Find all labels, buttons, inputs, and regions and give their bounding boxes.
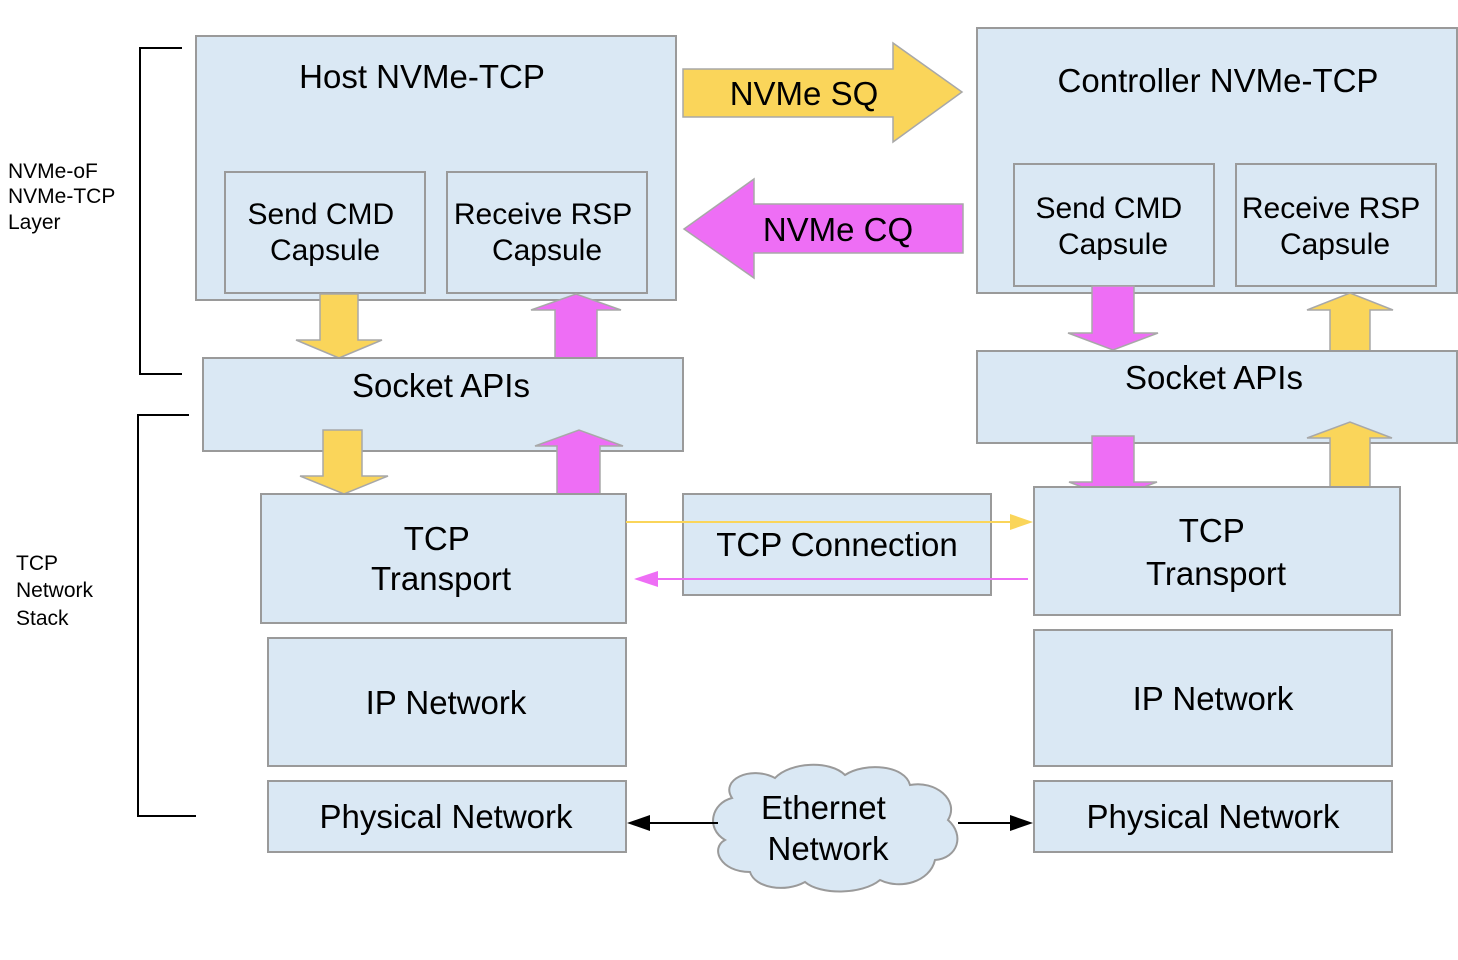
ethernet-to-host-link — [627, 815, 718, 831]
svg-text:Receive RSP Capsule: Receive RSP Capsule — [1242, 192, 1428, 261]
svg-text:Receive RSP Capsule: Receive RSP Capsule — [454, 198, 640, 267]
controller-receive-up-arrow — [1306, 292, 1394, 358]
controller-send-down-arrow — [1067, 285, 1159, 351]
controller-tcp-transport-box: TCP Transport — [1033, 486, 1401, 616]
svg-text:Ethernet Network: Ethernet Network — [761, 789, 895, 867]
lower-bracket — [137, 414, 196, 817]
tcp-send-line — [626, 514, 1033, 530]
host-receive-up-arrow — [530, 293, 622, 359]
upper-bracket — [139, 47, 182, 375]
svg-text:Send CMD Capsule: Send CMD Capsule — [1035, 192, 1190, 261]
controller-socket-up-arrow — [1306, 421, 1393, 488]
svg-text:Socket APIs: Socket APIs — [352, 367, 530, 404]
lower-side-label: TCP Network Stack — [16, 552, 99, 630]
host-send-down-arrow — [295, 293, 383, 359]
host-tcp-transport-box: TCP Transport — [260, 493, 627, 624]
host-send-cmd-capsule: Send CMD Capsule — [224, 171, 426, 294]
upper-side-label: NVMe-oF NVMe-TCP Layer — [8, 160, 121, 234]
controller-ip-network-box: IP Network — [1033, 629, 1393, 767]
svg-text:Socket APIs: Socket APIs — [1125, 359, 1303, 396]
svg-text:NVMe CQ: NVMe CQ — [763, 211, 913, 248]
svg-text:NVMe SQ: NVMe SQ — [730, 75, 879, 112]
svg-text:TCP Transport: TCP Transport — [1146, 512, 1286, 592]
nvme-sq-arrow: NVMe SQ — [682, 41, 964, 144]
svg-text:IP Network: IP Network — [1133, 680, 1294, 717]
controller-title: Controller NVMe-TCP — [1058, 62, 1379, 99]
controller-receive-rsp-capsule: Receive RSP Capsule — [1235, 163, 1437, 287]
svg-text:Send CMD Capsule: Send CMD Capsule — [247, 198, 402, 267]
tcp-receive-line — [634, 571, 1028, 587]
ethernet-to-controller-link — [958, 815, 1033, 831]
svg-text:TCP Connection: TCP Connection — [716, 526, 958, 563]
controller-physical-network-box: Physical Network — [1033, 780, 1393, 853]
svg-text:Physical Network: Physical Network — [1086, 798, 1340, 835]
host-receive-rsp-capsule: Receive RSP Capsule — [446, 171, 648, 294]
host-socket-down-arrow — [299, 429, 389, 495]
controller-socket-apis-box: Socket APIs — [976, 350, 1458, 444]
controller-send-cmd-capsule: Send CMD Capsule — [1013, 163, 1215, 287]
svg-text:IP Network: IP Network — [366, 684, 527, 721]
svg-text:Physical Network: Physical Network — [319, 798, 573, 835]
nvme-cq-arrow: NVMe CQ — [682, 177, 964, 280]
svg-text:TCP Transport: TCP Transport — [371, 520, 511, 597]
host-socket-apis-box: Socket APIs — [202, 357, 684, 452]
host-physical-network-box: Physical Network — [267, 780, 627, 853]
host-title: Host NVMe-TCP — [299, 58, 545, 95]
ethernet-network-cloud: Ethernet Network — [712, 763, 959, 893]
host-socket-up-arrow — [534, 429, 624, 495]
host-ip-network-box: IP Network — [267, 637, 627, 767]
